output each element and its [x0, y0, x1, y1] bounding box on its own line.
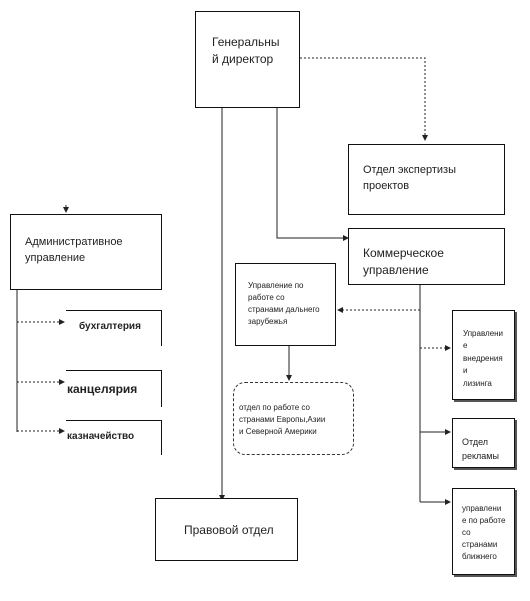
node-commercial[interactable]: Коммерческое управление [348, 228, 505, 285]
node-expertise[interactable]: Отдел экспертизы проектов [348, 144, 505, 215]
node-commercial-label: Коммерческое управление [363, 246, 444, 278]
node-accounting-label: бухгалтерия [79, 321, 141, 332]
node-foreign[interactable]: Управление по работе со странами дальнег… [235, 263, 336, 346]
node-office-label: канцелярия [67, 382, 138, 396]
node-ads-label: Отдел рекламы [462, 437, 499, 461]
line-ceo-commercial [276, 108, 349, 241]
node-treasury-label: казначейство [67, 431, 135, 442]
node-ads[interactable]: Отдел рекламы [452, 418, 515, 468]
node-treasury[interactable]: казначейство [66, 420, 162, 455]
node-near-label: управлени е по работе со странами ближне… [462, 504, 506, 561]
node-expertise-label: Отдел экспертизы проектов [363, 164, 457, 192]
node-foreign-label: Управление по работе со странами дальнег… [248, 281, 320, 326]
node-legal[interactable]: Правовой отдел [155, 498, 298, 561]
node-regions[interactable]: отдел по работе со странами Европы,Азии … [233, 382, 354, 455]
node-regions-label: отдел по работе со странами Европы,Азии … [239, 403, 326, 436]
node-ceo[interactable]: Генеральны й директор [195, 11, 300, 108]
node-admin[interactable]: Административное управление [10, 214, 162, 290]
node-near[interactable]: управлени е по работе со странами ближне… [452, 488, 515, 575]
node-legal-label: Правовой отдел [184, 523, 274, 537]
node-leasing-label: Управлени е внедрения и лизинга [463, 329, 504, 388]
node-admin-label: Административное управление [25, 236, 123, 264]
node-ceo-label: Генеральны й директор [212, 35, 280, 67]
node-leasing[interactable]: Управлени е внедрения и лизинга [452, 310, 515, 400]
node-office[interactable]: канцелярия [66, 370, 162, 407]
line-ceo-expertise [300, 57, 428, 141]
node-accounting[interactable]: бухгалтерия [66, 310, 162, 346]
